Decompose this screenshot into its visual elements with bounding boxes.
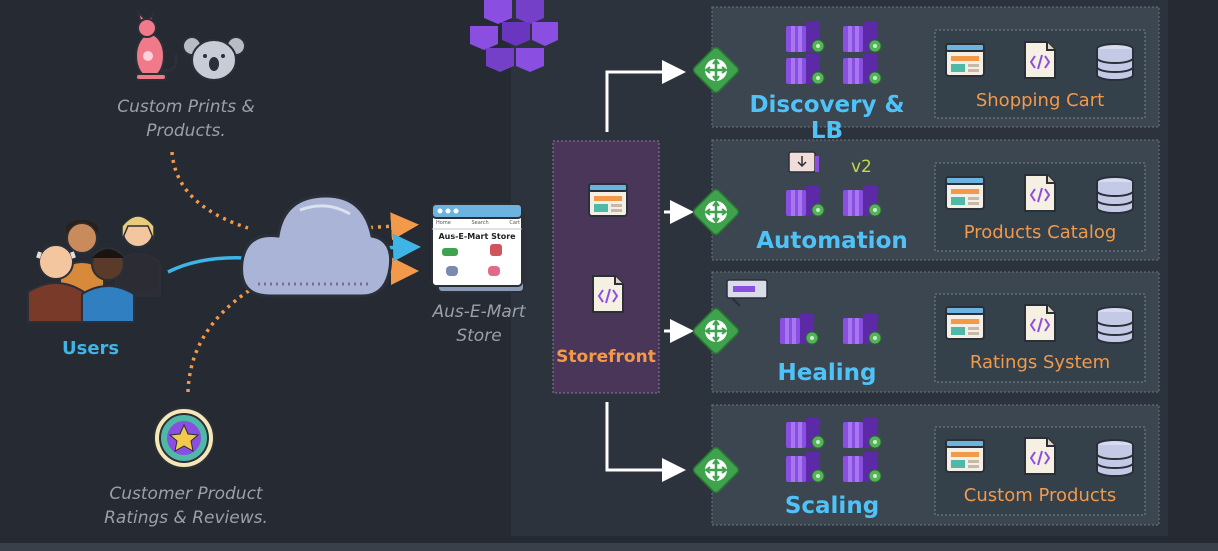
bottom-strip <box>0 543 1218 551</box>
service-web-icon <box>945 176 985 210</box>
ratings-caption-line2: Ratings & Reviews. <box>104 508 268 528</box>
store-nav-search: Search <box>471 220 489 226</box>
version-label: v2 <box>851 157 872 177</box>
service-web-icon <box>945 439 985 473</box>
users-avatar-icon <box>27 215 161 323</box>
service-database-icon <box>1096 306 1134 344</box>
container-icon <box>785 417 825 449</box>
service-code-icon <box>1024 304 1056 342</box>
container-icon <box>785 21 825 53</box>
section-title-scaling: Scaling <box>784 493 880 519</box>
prints-caption-line1: Custom Prints & <box>117 97 255 117</box>
star-rating-icon <box>153 407 215 469</box>
store-caption-line2: Store <box>456 326 502 346</box>
container-icon <box>842 417 882 449</box>
service-code-icon <box>1024 41 1056 79</box>
storefront-label: Storefront <box>556 347 656 367</box>
monitor-icon <box>726 279 768 307</box>
service-label-shopping-cart: Shopping Cart <box>975 90 1105 111</box>
service-web-icon <box>945 306 985 340</box>
service-database-icon <box>1096 176 1134 214</box>
container-icon <box>785 185 825 217</box>
kangaroo-icon <box>135 8 178 81</box>
koala-icon <box>182 36 246 81</box>
container-icon <box>842 53 882 85</box>
store-nav: Home Search Cart <box>436 220 520 226</box>
store-nav-home: Home <box>436 220 451 226</box>
container-icon <box>779 313 819 345</box>
container-icon <box>842 185 882 217</box>
section-title-discovery: Discovery & LB <box>749 92 905 144</box>
users-label: Users <box>62 338 120 359</box>
cloud-icon <box>240 194 393 298</box>
installer-icon <box>788 151 819 173</box>
ratings-caption: Customer Product Ratings & Reviews. <box>96 482 276 530</box>
section-title-automation: Automation <box>756 228 908 254</box>
ratings-caption-line1: Customer Product <box>109 484 263 504</box>
service-label-custom-products: Custom Products <box>963 485 1117 506</box>
store-browser-title: Aus-E-Mart Store <box>438 232 516 241</box>
service-web-icon <box>945 43 985 77</box>
container-icon <box>842 313 882 345</box>
store-browser-window <box>431 203 525 293</box>
container-icon <box>842 451 882 483</box>
service-code-icon <box>1024 174 1056 212</box>
storefront-code-icon <box>592 275 624 313</box>
service-code-icon <box>1024 437 1056 475</box>
storefront-arrows <box>605 60 694 482</box>
service-label-ratings-system: Ratings System <box>969 352 1111 373</box>
service-database-icon <box>1096 43 1134 81</box>
section-title-healing: Healing <box>777 360 877 386</box>
service-database-icon <box>1096 439 1134 477</box>
prints-caption-line2: Products. <box>146 121 226 141</box>
prints-caption: Custom Prints & Products. <box>104 95 268 143</box>
container-icon <box>842 21 882 53</box>
container-icon <box>785 451 825 483</box>
container-icon <box>785 53 825 85</box>
store-caption: Aus-E-Mart Store <box>420 300 538 348</box>
service-label-products-catalog: Products Catalog <box>963 222 1117 243</box>
store-caption-line1: Aus-E-Mart <box>432 302 526 322</box>
store-nav-cart: Cart <box>509 220 520 226</box>
cluster-logo-icon <box>470 0 558 72</box>
storefront-web-icon <box>588 183 628 217</box>
